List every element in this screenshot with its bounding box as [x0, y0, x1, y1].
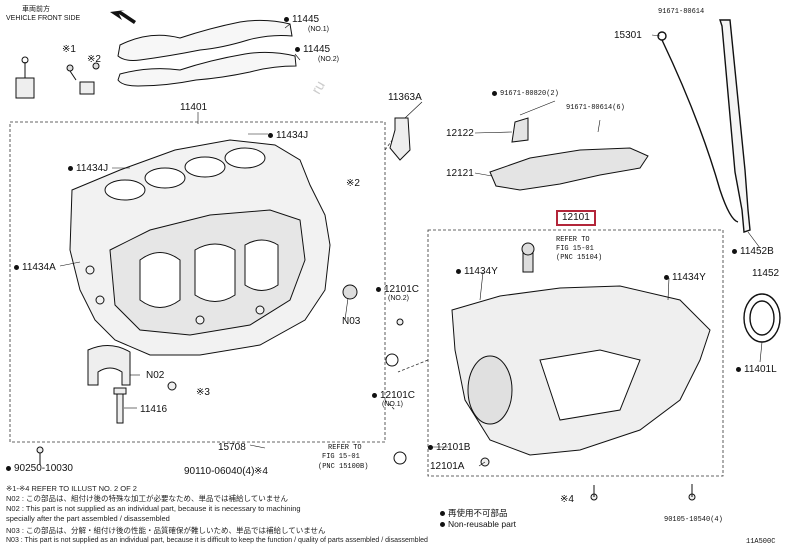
- refer-a-line2[interactable]: FIG 15-01: [556, 245, 594, 253]
- legend-nonreusable-en: Non-reusable part: [440, 519, 516, 529]
- refer-a-line3: (PNC 15104): [556, 254, 603, 262]
- part-label-15708[interactable]: 15708: [218, 442, 246, 453]
- bullet-icon: [14, 264, 19, 270]
- refer-b-line1[interactable]: REFER TO: [328, 444, 362, 452]
- part-label-11363a[interactable]: 11363A: [388, 92, 422, 103]
- vehicle-front-label-jp: 車両前方: [22, 6, 50, 13]
- legend-nonreusable-jp: 再使用不可部品: [440, 508, 508, 518]
- bullet-icon: [428, 444, 433, 450]
- note-line-5: N03 : This part is not supplied as an in…: [6, 537, 428, 544]
- nonreusable-bullet-icon: [440, 522, 445, 528]
- marker-2b: ※2: [346, 178, 360, 189]
- bullet-icon: [732, 248, 737, 254]
- oil-pan-no1: [385, 242, 711, 501]
- refer-a-line1[interactable]: REFER TO: [556, 236, 590, 244]
- part-label-12101c-no1[interactable]: 12101C: [372, 390, 415, 401]
- bullet-icon: [6, 465, 11, 471]
- marker-4b: ※4: [560, 494, 574, 505]
- note-line-2: N02 : This part is not supplied as an in…: [6, 504, 301, 513]
- part-label-90250[interactable]: 90250-10030: [6, 463, 73, 474]
- marker-2a: ※2: [87, 54, 101, 65]
- part-label-11452b[interactable]: 11452B: [732, 246, 774, 257]
- bullet-icon: [456, 268, 461, 274]
- part-sub-11445-no2: (NO.2): [318, 56, 339, 63]
- part-label-12101c-no2[interactable]: 12101C: [376, 284, 419, 295]
- bullet-icon: [372, 392, 377, 398]
- part-label-12122[interactable]: 12122: [446, 128, 474, 139]
- part-label-15301[interactable]: 15301: [614, 30, 642, 41]
- nonreusable-bullet-icon: [440, 511, 445, 517]
- part-label-n02[interactable]: N02: [146, 370, 165, 381]
- marker-3: ※3: [196, 387, 210, 398]
- refer-b-line2[interactable]: FIG 15-01: [322, 453, 360, 461]
- part-label-91671-80614-top[interactable]: 91671-80614: [658, 8, 705, 16]
- refer-b-line3: (PNC 15100B): [318, 463, 369, 471]
- sensor-parts: [15, 56, 100, 99]
- part-label-11434a[interactable]: 11434A: [14, 262, 56, 273]
- oil-seal: [743, 293, 781, 343]
- bullet-icon: [284, 16, 289, 22]
- part-label-12101-highlighted[interactable]: 12101: [556, 210, 596, 226]
- bullet-icon: [268, 132, 273, 138]
- note-line-0: ※1-※4 REFER TO ILLUST NO. 2 OF 2: [6, 484, 137, 493]
- oilpan-assembly-box: [427, 229, 724, 477]
- part-label-11434y-right[interactable]: 11434Y: [664, 272, 706, 283]
- bullet-icon: [68, 165, 73, 171]
- part-sub-11445-no1: (NO.1): [308, 26, 329, 33]
- bullet-icon: [376, 286, 381, 292]
- bullet-icon: [492, 90, 497, 96]
- oil-level-gauge: [657, 19, 751, 233]
- oil-pan-baffle: [489, 117, 649, 191]
- part-label-11434j-left[interactable]: 11434J: [68, 163, 108, 174]
- part-sub-12101c-no1: (NO.1): [382, 401, 403, 408]
- part-label-12121[interactable]: 12121: [446, 168, 474, 179]
- note-line-4: N03 : この部品は、分解・組付け後の性能・品質確保が難しいため、単品では補給…: [6, 526, 326, 535]
- figure-id: 11A500C: [746, 538, 776, 546]
- bearing-cap: [36, 284, 358, 465]
- part-label-90110[interactable]: 90110-06040(4): [184, 466, 255, 477]
- part-label-91671-80820[interactable]: 91671-80820(2): [492, 90, 559, 98]
- note-line-1: N02 : この部品は、組付け後の特殊な加工が必要なため、単品では補給していませ…: [6, 494, 289, 503]
- part-label-11445-no1[interactable]: 11445: [284, 14, 319, 25]
- cylinder-block: [69, 139, 331, 356]
- block-assembly-box: [9, 121, 386, 443]
- marker-4a: ※4: [254, 466, 268, 477]
- part-label-90105[interactable]: 90105-10540(4): [664, 516, 723, 524]
- part-label-11445-no2[interactable]: 11445: [295, 44, 330, 55]
- bullet-icon: [664, 274, 669, 280]
- insulator-11445: [117, 19, 297, 87]
- part-label-11434j-top[interactable]: 11434J: [268, 130, 308, 141]
- marker-1: ※1: [62, 44, 76, 55]
- bullet-icon: [736, 366, 741, 372]
- bullet-icon: [295, 46, 300, 52]
- part-label-12101a[interactable]: 12101A: [430, 461, 465, 472]
- part-label-11401[interactable]: 11401: [180, 102, 208, 113]
- part-label-n03[interactable]: N03: [342, 316, 361, 327]
- vehicle-front-arrow: [110, 10, 136, 24]
- part-label-11452[interactable]: 11452: [752, 268, 780, 279]
- part-label-91671-80614-6[interactable]: 91671-80614(6): [566, 104, 625, 112]
- part-label-12101b[interactable]: 12101B: [428, 442, 470, 453]
- note-line-3: specially after the part assembled / dis…: [6, 514, 170, 523]
- part-label-11434y-left[interactable]: 11434Y: [456, 266, 498, 277]
- part-sub-12101c-no2: (NO.2): [388, 295, 409, 302]
- part-label-11416[interactable]: 11416: [140, 404, 168, 415]
- vehicle-front-label-en: VEHICLE FRONT SIDE: [6, 15, 81, 22]
- bracket-11363a: [389, 117, 411, 161]
- part-label-11401l[interactable]: 11401L: [736, 364, 777, 375]
